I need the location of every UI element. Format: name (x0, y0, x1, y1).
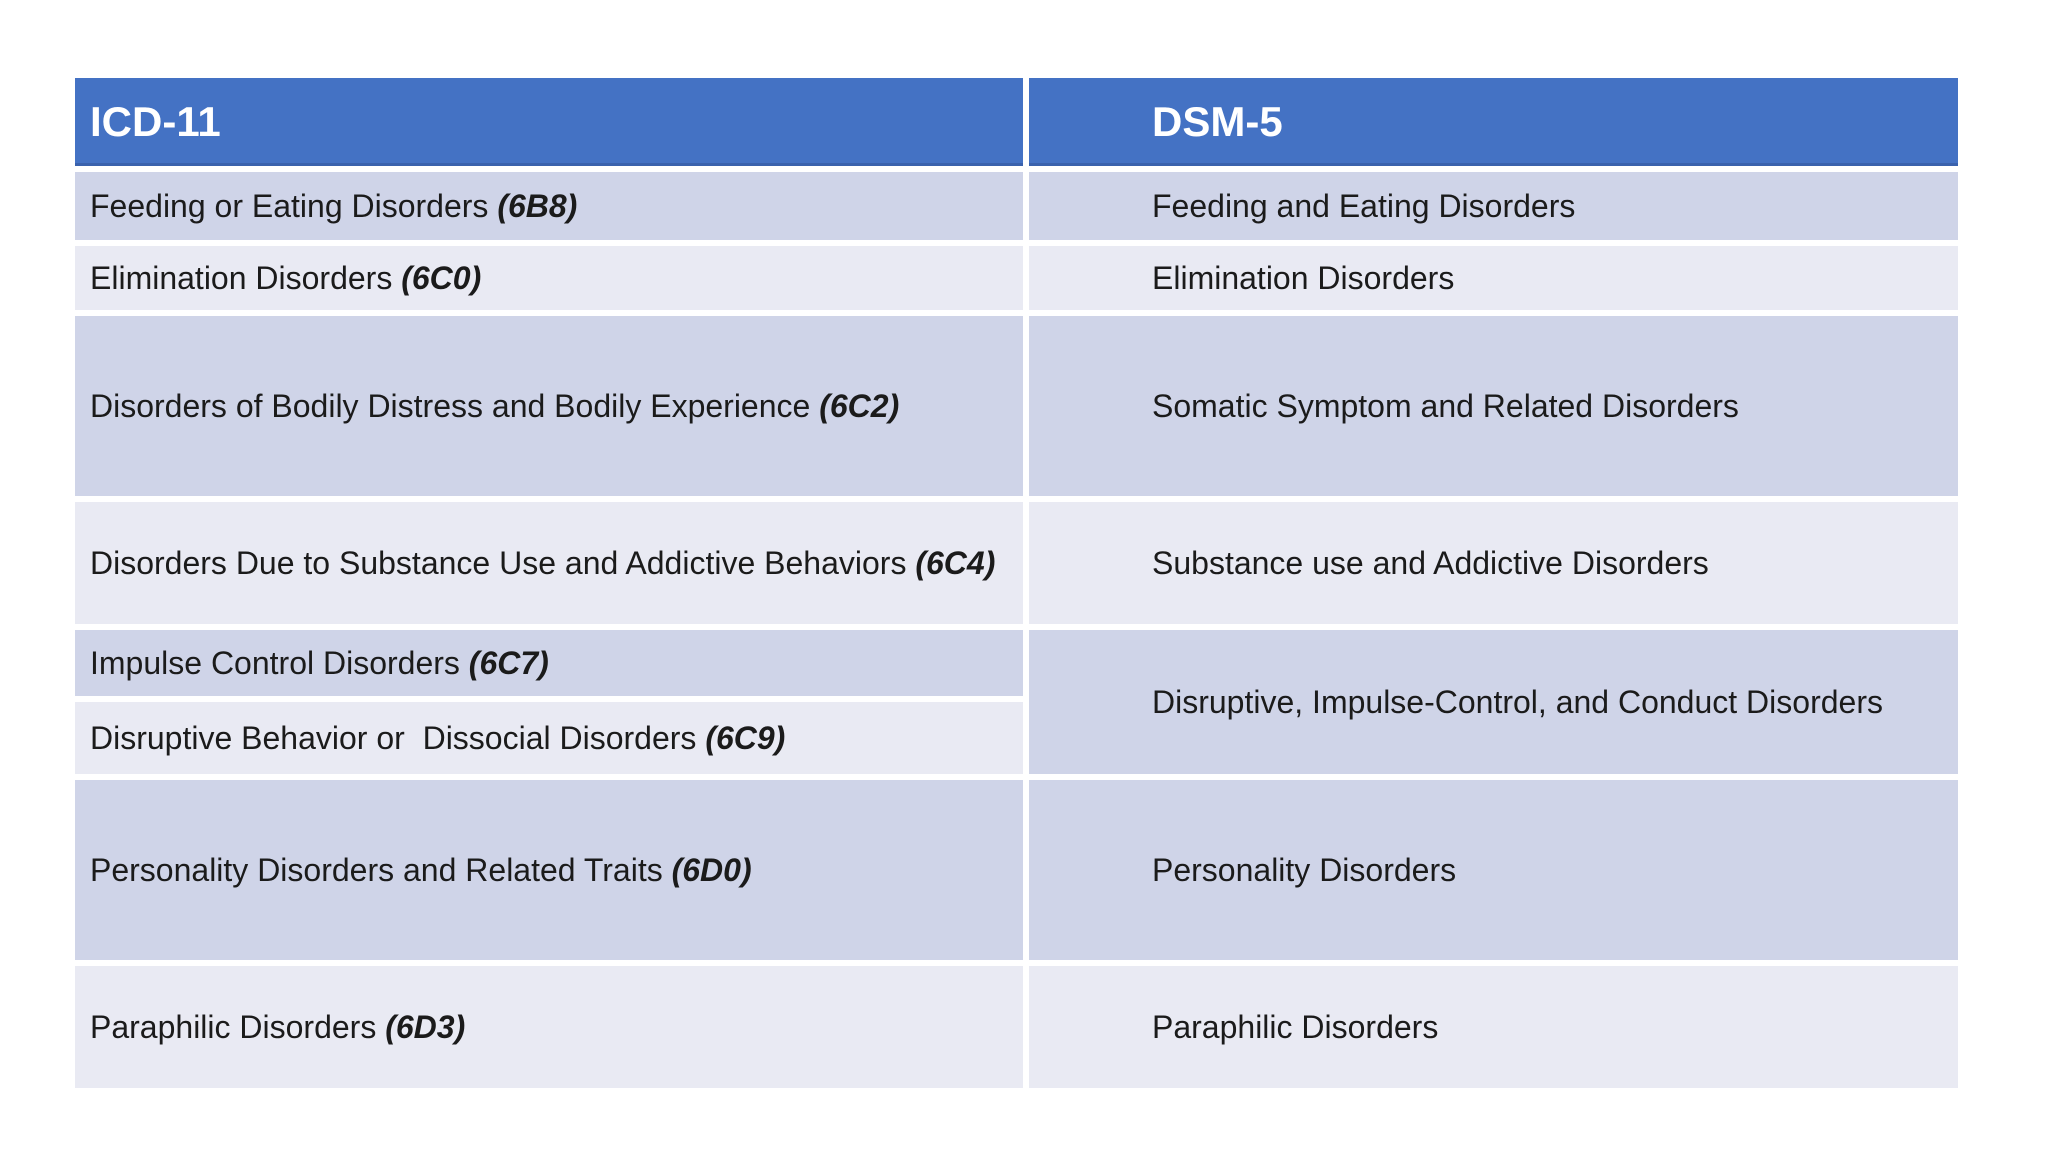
dsm-cell-somatic-symptom: Somatic Symptom and Related Disorders (1029, 316, 1958, 496)
icd-category-text: Feeding or Eating Disorders (90, 187, 498, 224)
icd-cell-bodily-distress: Disorders of Bodily Distress and Bodily … (75, 316, 1023, 496)
icd-code: (6C9) (705, 719, 786, 756)
cell-label: Paraphilic Disorders (6D3) (90, 1005, 465, 1049)
icd-code: (6D0) (671, 851, 752, 888)
dsm-cell-elimination: Elimination Disorders (1029, 246, 1958, 310)
cell-label: Disorders Due to Substance Use and Addic… (90, 541, 995, 585)
icd-cell-feeding-eating: Feeding or Eating Disorders (6B8) (75, 172, 1023, 240)
cell-label: Feeding or Eating Disorders (6B8) (90, 184, 577, 228)
icd-category-text: Paraphilic Disorders (90, 1008, 386, 1045)
cell-label: Personality Disorders (1152, 851, 1457, 888)
dsm-cell-paraphilic: Paraphilic Disorders (1029, 966, 1958, 1088)
icd-category-text: Disorders Due to Substance Use and Addic… (90, 544, 916, 581)
icd-cell-personality: Personality Disorders and Related Traits… (75, 780, 1023, 960)
dsm-cell-feeding-eating: Feeding and Eating Disorders (1029, 172, 1958, 240)
icd-category-text: Elimination Disorders (90, 259, 402, 296)
cell-label: Elimination Disorders (1152, 259, 1455, 296)
dsm-cell-personality: Personality Disorders (1029, 780, 1958, 960)
icd-code: (6C4) (915, 544, 996, 581)
dsm-cell-substance-addictive: Substance use and Addictive Disorders (1029, 502, 1958, 624)
header-label-dsm5: DSM-5 (1152, 97, 1283, 145)
icd-code: (6B8) (497, 187, 578, 224)
cell-label: Personality Disorders and Related Traits… (90, 848, 752, 892)
icd-cell-impulse-control: Impulse Control Disorders (6C7) (75, 630, 1023, 696)
header-cell-icd11: ICD-11 (75, 78, 1023, 166)
header-cell-dsm5: DSM-5 (1029, 78, 1958, 166)
icd-cell-elimination: Elimination Disorders (6C0) (75, 246, 1023, 310)
cell-label: Impulse Control Disorders (6C7) (90, 641, 549, 685)
icd-code: (6C7) (468, 644, 549, 681)
cell-label: Elimination Disorders (6C0) (90, 256, 481, 300)
cell-label: Substance use and Addictive Disorders (1152, 544, 1709, 581)
cell-label: Disruptive Behavior or Dissocial Disorde… (90, 716, 785, 760)
cell-label: Paraphilic Disorders (1152, 1008, 1439, 1045)
dsm-cell-disruptive-impulse-conduct: Disruptive, Impulse-Control, and Conduct… (1029, 630, 1958, 774)
icd-code: (6D3) (385, 1008, 466, 1045)
icd-category-text: Impulse Control Disorders (90, 644, 469, 681)
icd-cell-paraphilic: Paraphilic Disorders (6D3) (75, 966, 1023, 1088)
icd-cell-substance-use: Disorders Due to Substance Use and Addic… (75, 502, 1023, 624)
cell-label: Feeding and Eating Disorders (1152, 187, 1576, 224)
icd-code: (6C0) (401, 259, 482, 296)
cell-label: Somatic Symptom and Related Disorders (1152, 387, 1739, 424)
icd-code: (6C2) (819, 387, 900, 424)
icd-dsm-comparison-table: ICD-11 DSM-5 Feeding or Eating Disorders… (75, 78, 1958, 1088)
icd-category-text: Personality Disorders and Related Traits (90, 851, 672, 888)
icd-cell-disruptive-dissocial: Disruptive Behavior or Dissocial Disorde… (75, 702, 1023, 774)
icd-category-text: Disruptive Behavior or Dissocial Disorde… (90, 719, 706, 756)
cell-label: Disruptive, Impulse-Control, and Conduct… (1152, 683, 1883, 720)
cell-label: Disorders of Bodily Distress and Bodily … (90, 384, 899, 428)
header-label-icd11: ICD-11 (90, 97, 221, 145)
icd-category-text: Disorders of Bodily Distress and Bodily … (90, 387, 820, 424)
